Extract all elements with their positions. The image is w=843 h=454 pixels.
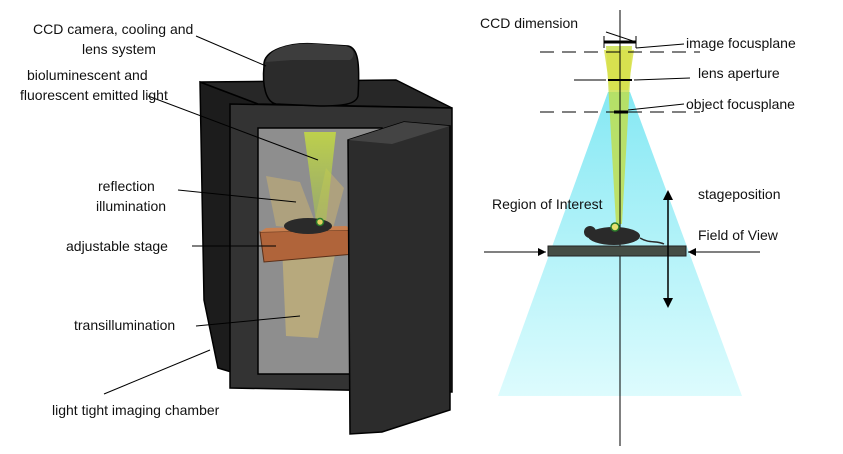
object-focusplane-leader bbox=[627, 103, 685, 111]
stage-label: adjustable stage bbox=[66, 238, 168, 254]
stageposition-label: stageposition bbox=[698, 186, 781, 202]
optics-emitted-light bbox=[606, 46, 632, 224]
camera-label-line1: CCD camera, cooling and bbox=[33, 21, 193, 37]
mouse-on-stage bbox=[284, 218, 332, 234]
image-focusplane-leader bbox=[635, 43, 685, 49]
optics-diagram bbox=[484, 10, 760, 446]
stage-plate bbox=[547, 245, 687, 257]
left-leader-lines bbox=[103, 35, 319, 395]
ccd-dimension-label: CCD dimension bbox=[480, 15, 578, 31]
object-focusplane-label: object focusplane bbox=[686, 96, 795, 112]
field-of-view-label: Field of View bbox=[698, 227, 779, 243]
image-focusplane-label: image focusplane bbox=[686, 35, 796, 51]
stage-position-arrowhead-top bbox=[663, 190, 673, 200]
stage-plate-arrowhead-right bbox=[688, 248, 696, 256]
left-labels: CCD camera, cooling and lens system biol… bbox=[20, 21, 220, 418]
transillumination-label: transillumination bbox=[74, 317, 175, 333]
reflection-label-line1: reflection bbox=[98, 178, 155, 194]
mouse-body bbox=[588, 227, 640, 245]
ccd-camera-top bbox=[266, 43, 354, 62]
chamber-door-edge bbox=[348, 122, 450, 144]
reflection-label-line2: illumination bbox=[96, 198, 166, 214]
mouse-tail bbox=[639, 237, 665, 245]
region-of-interest-marker bbox=[610, 222, 620, 232]
emitted-light-label-line1: bioluminescent and bbox=[27, 67, 148, 83]
stage-plate-arrowhead-left bbox=[538, 248, 546, 256]
transillumination-beam bbox=[282, 246, 336, 338]
imaging-chamber-illustration bbox=[199, 42, 453, 435]
stage-position-arrowhead-bottom bbox=[663, 298, 673, 308]
mouse-head bbox=[584, 226, 596, 238]
chamber-door[interactable] bbox=[347, 121, 451, 435]
emitted-light-beam bbox=[304, 132, 336, 222]
reflection-beam-left bbox=[266, 176, 318, 230]
lens-aperture-arrow-right bbox=[633, 77, 691, 81]
roi-marker-left bbox=[315, 217, 325, 227]
emitted-light-label-line2: fluorescent emitted light bbox=[20, 87, 168, 103]
camera-label-line2: lens system bbox=[82, 41, 156, 57]
ccd-dimension-leader bbox=[605, 31, 637, 43]
right-labels: CCD dimension image focusplane lens aper… bbox=[480, 15, 796, 243]
region-of-interest-label: Region of Interest bbox=[492, 196, 603, 212]
chamber-label: light tight imaging chamber bbox=[52, 402, 220, 418]
lens-aperture-label: lens aperture bbox=[698, 65, 780, 81]
